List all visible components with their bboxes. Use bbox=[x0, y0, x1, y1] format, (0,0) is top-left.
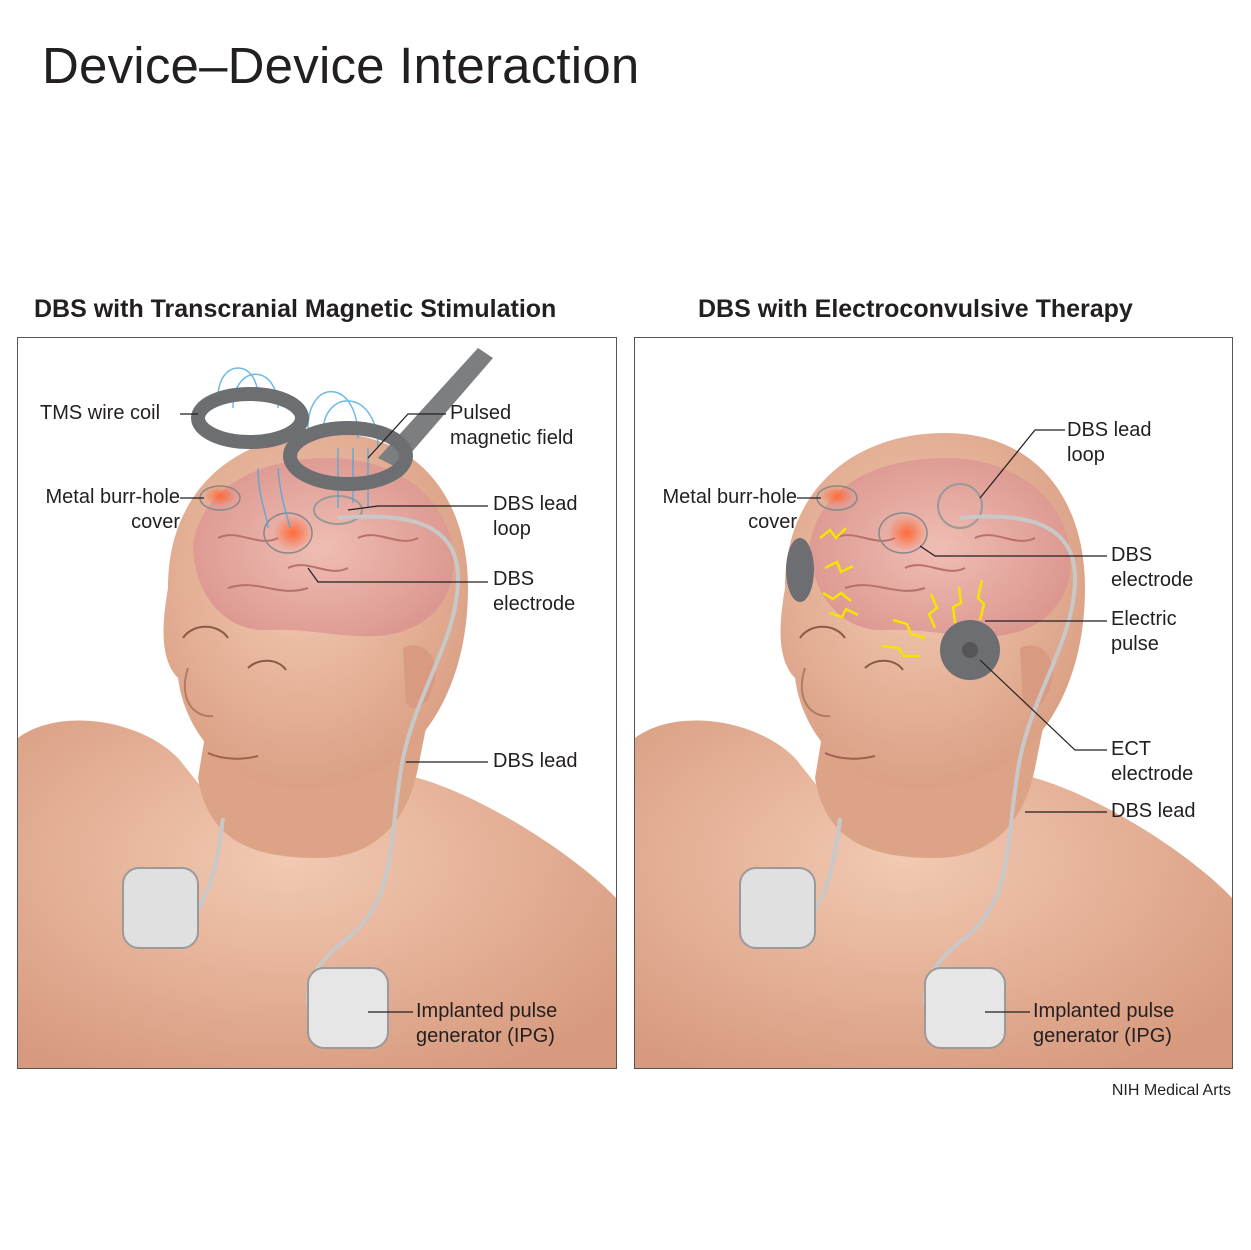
label-lead-right: DBS lead bbox=[1111, 800, 1196, 822]
label-ipg-left: Implanted pulse generator (IPG) bbox=[416, 1000, 558, 1047]
tms-coil bbox=[191, 348, 493, 491]
page-title: Device–Device Interaction bbox=[42, 37, 640, 94]
label-electrode-right: DBS electrode bbox=[1111, 544, 1194, 591]
label-lead-loop-right: DBS lead loop bbox=[1067, 419, 1152, 466]
torso bbox=[635, 720, 1232, 1068]
ect-electrode-side bbox=[786, 538, 814, 602]
ipg-device-back bbox=[739, 867, 816, 949]
ect-illustration bbox=[635, 429, 1232, 1068]
label-tms-coil: TMS wire coil bbox=[40, 402, 161, 424]
label-ipg-right: Implanted pulse generator (IPG) bbox=[1033, 1000, 1175, 1047]
ipg-device-back bbox=[122, 867, 199, 949]
credit: NIH Medical Arts bbox=[1111, 1082, 1231, 1099]
brain bbox=[810, 458, 1071, 637]
brain bbox=[193, 458, 454, 637]
electric-pulses bbox=[819, 527, 986, 658]
panel-tms: TMS wire coil Metal burr-hole cover Puls… bbox=[17, 337, 617, 1069]
label-lead-loop-left: DBS lead loop bbox=[493, 493, 578, 540]
dbs-lead-path bbox=[306, 514, 461, 1030]
label-electric-pulse: Electric pulse bbox=[1111, 608, 1177, 655]
label-burr-hole-right: Metal burr-hole cover bbox=[662, 486, 797, 533]
label-electrode-left: DBS electrode bbox=[493, 568, 576, 615]
ipg-device-front bbox=[307, 967, 389, 1049]
label-lead-left: DBS lead bbox=[493, 750, 578, 772]
panel-title-ect: DBS with Electroconvulsive Therapy bbox=[698, 295, 1133, 323]
dbs-lead-path bbox=[923, 514, 1078, 1030]
label-burr-hole-left: Metal burr-hole cover bbox=[45, 486, 180, 533]
panel-ect: Metal burr-hole cover DBS lead loop DBS … bbox=[634, 337, 1233, 1069]
label-pulsed-field: Pulsed magnetic field bbox=[450, 402, 574, 449]
ipg-device-front bbox=[924, 967, 1006, 1049]
label-ect-electrode: ECT electrode bbox=[1111, 738, 1194, 785]
tms-illustration bbox=[18, 348, 616, 1068]
panel-title-tms: DBS with Transcranial Magnetic Stimulati… bbox=[34, 295, 557, 323]
torso bbox=[18, 720, 616, 1068]
